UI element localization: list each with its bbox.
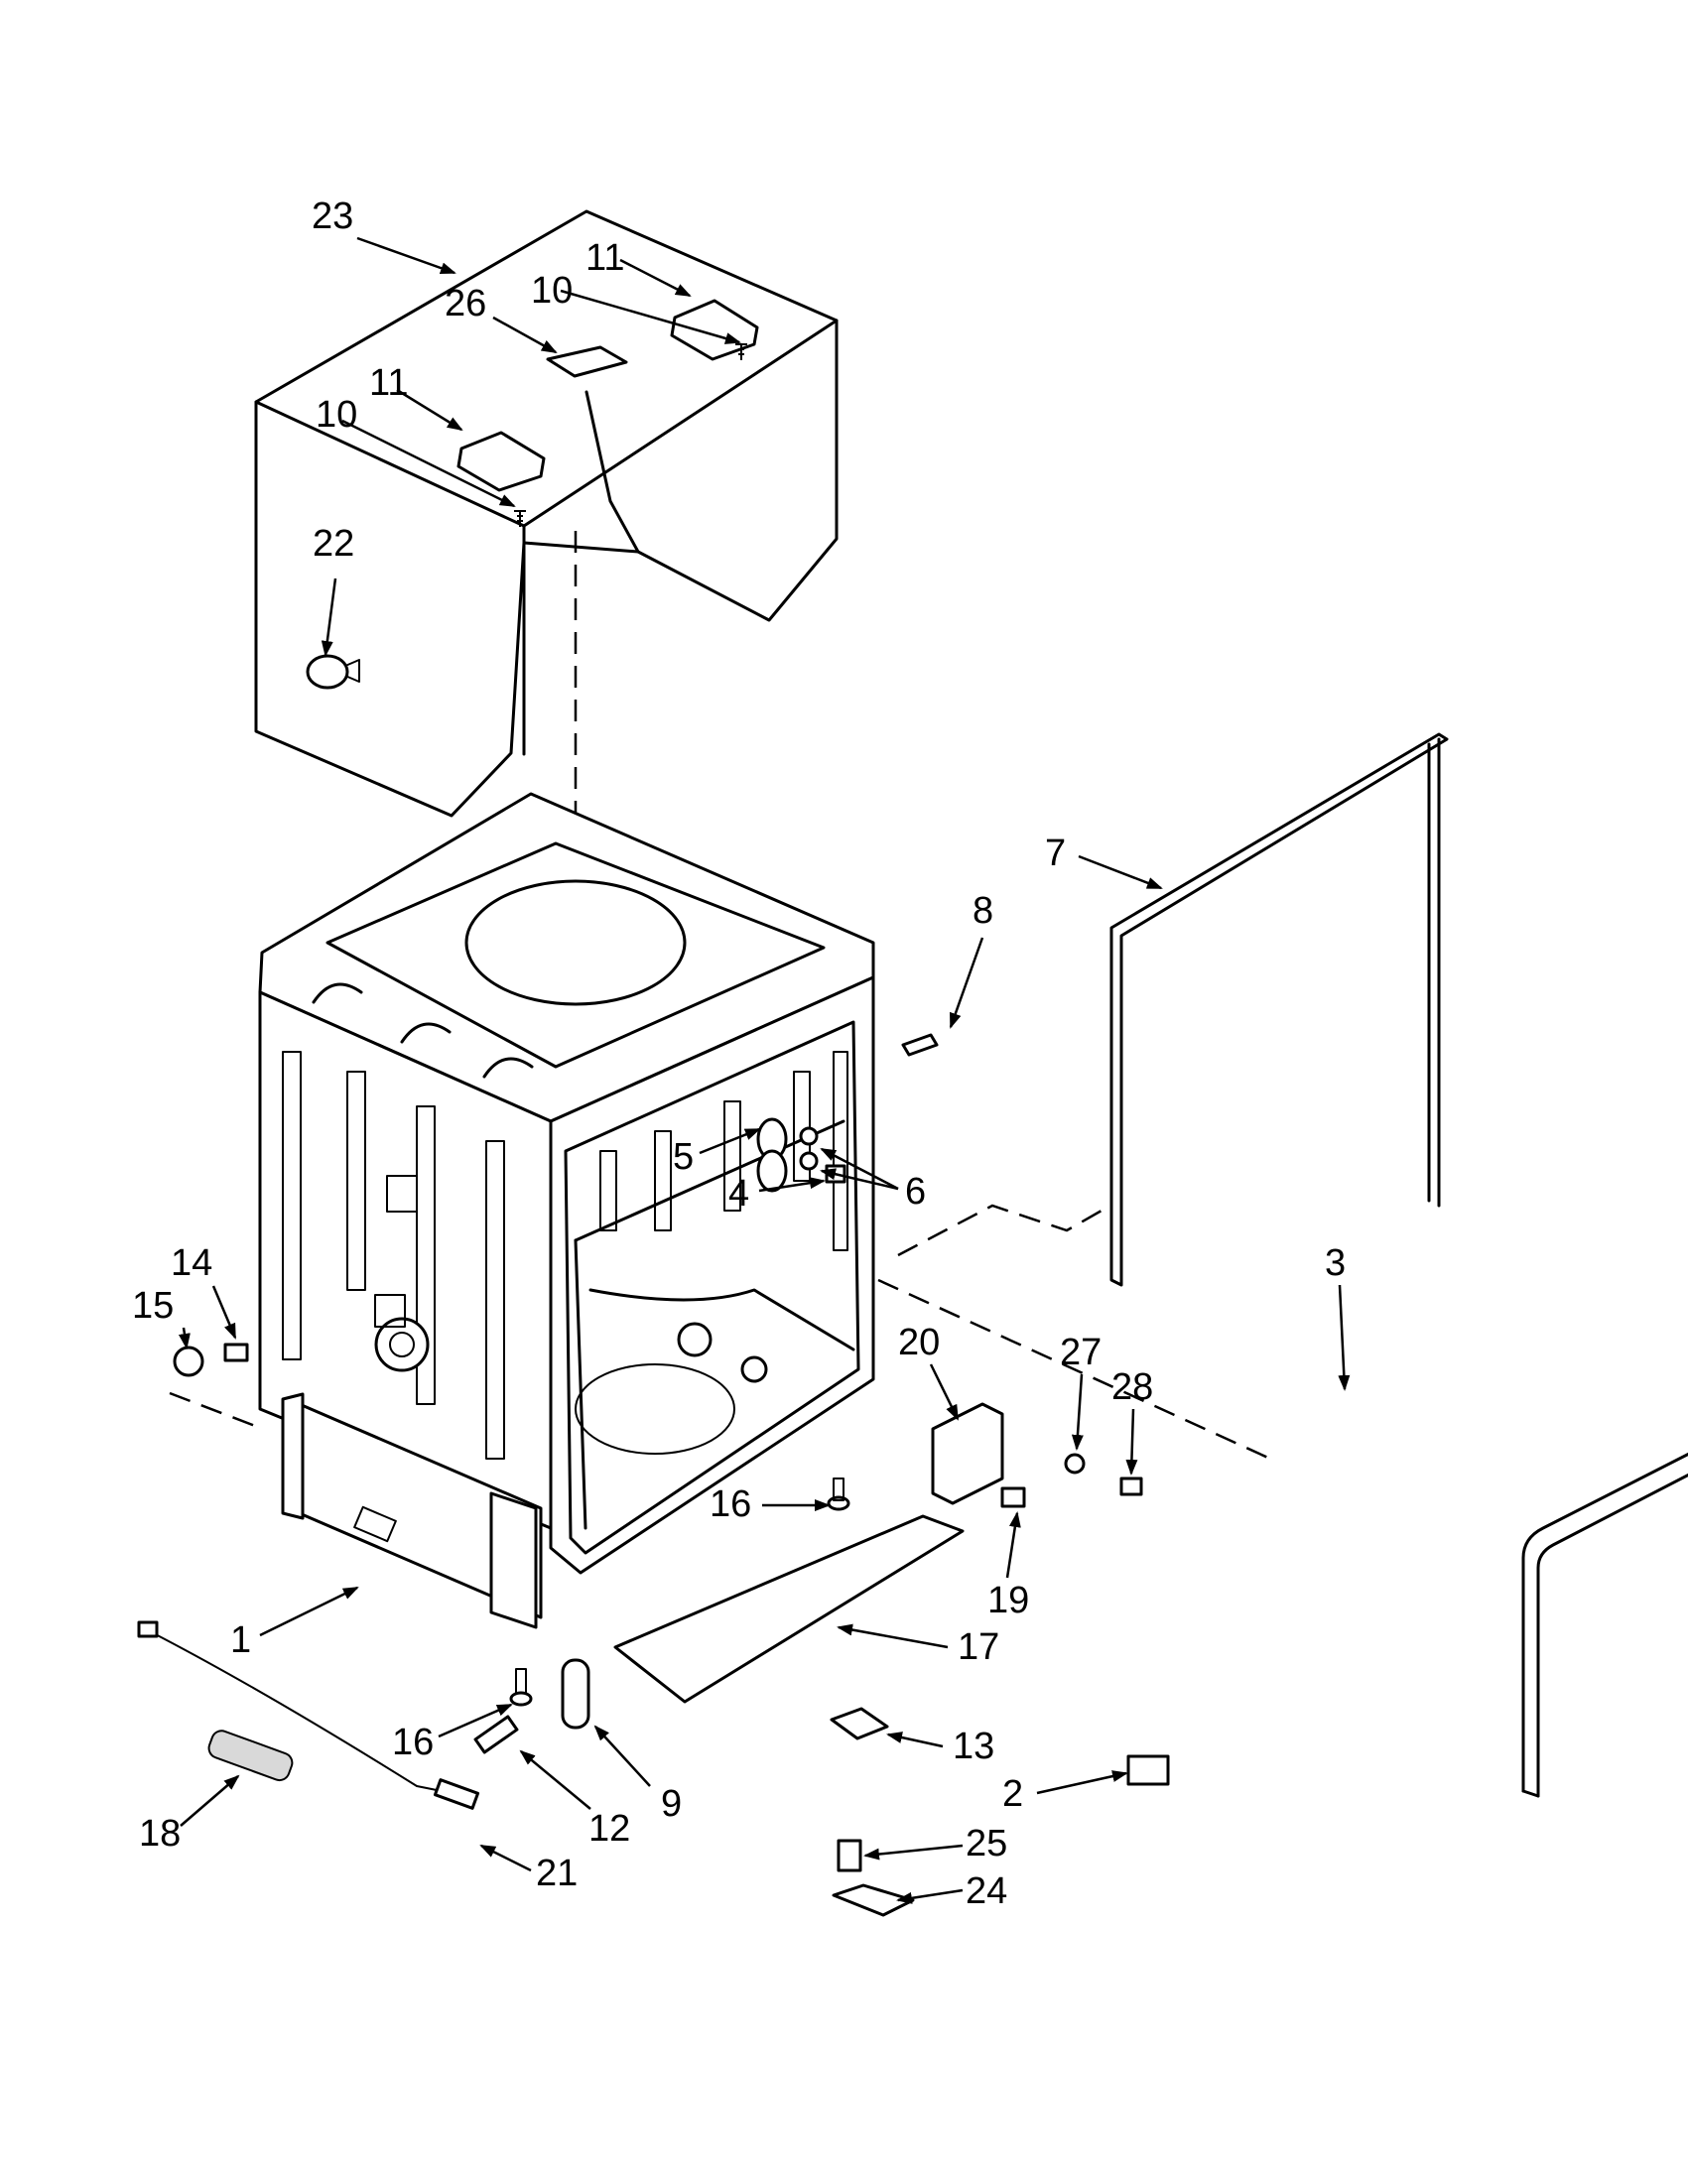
- callout-1: 1: [230, 1619, 251, 1661]
- leader-3: [1338, 1284, 1351, 1391]
- callout-20: 20: [898, 1322, 940, 1363]
- callout-16-lower: 16: [392, 1722, 434, 1763]
- callout-21: 21: [536, 1853, 578, 1894]
- callout-10-left: 10: [316, 394, 357, 436]
- callout-17: 17: [958, 1626, 999, 1668]
- callout-7: 7: [1045, 833, 1066, 874]
- leader-4: [758, 1177, 826, 1193]
- leader-27: [1071, 1373, 1084, 1451]
- leader-1: [259, 1586, 359, 1637]
- leader-2: [1036, 1770, 1128, 1795]
- callout-3: 3: [1325, 1242, 1346, 1284]
- leader-12: [519, 1749, 591, 1810]
- leader-20: [929, 1363, 960, 1421]
- door-gasket-top: [1109, 732, 1449, 1287]
- leader-19: [1005, 1511, 1021, 1579]
- callout-5: 5: [673, 1136, 694, 1178]
- leader-28: [1125, 1408, 1138, 1476]
- callout-12: 12: [588, 1808, 630, 1850]
- callout-18: 18: [139, 1813, 181, 1855]
- leader-21: [479, 1844, 532, 1872]
- callout-11-top: 11: [585, 237, 624, 279]
- leader-14: [211, 1285, 237, 1340]
- callout-6: 6: [905, 1171, 926, 1213]
- callout-11-left: 11: [369, 362, 408, 404]
- leader-6-a: [820, 1147, 899, 1191]
- leader-6-b: [820, 1168, 899, 1191]
- door-seal-u: [1521, 1452, 1688, 1798]
- callout-8: 8: [973, 890, 993, 932]
- callout-10-top: 10: [531, 270, 573, 312]
- leader-24: [896, 1888, 964, 1904]
- leader-10-top: [560, 289, 741, 344]
- leader-arrows: [178, 236, 1351, 1904]
- small-parts: [137, 1033, 1170, 1917]
- leader-11-left: [396, 388, 463, 432]
- callout-labels: 1 2 3 4 5 6 7 8 9 10 10 11 11 12 13 14 1…: [132, 195, 1346, 1912]
- callout-28: 28: [1111, 1366, 1153, 1408]
- leader-13: [886, 1732, 944, 1748]
- leader-8: [949, 937, 984, 1029]
- dashed-guides: [169, 1204, 1271, 1461]
- leader-9: [593, 1725, 651, 1787]
- leader-10-left: [341, 419, 516, 508]
- leader-22: [321, 578, 337, 657]
- base-frame: [281, 1392, 543, 1629]
- leader-11-top: [619, 258, 692, 298]
- callout-27: 27: [1060, 1332, 1102, 1373]
- callout-23: 23: [312, 195, 353, 237]
- leader-26: [492, 316, 558, 354]
- callout-26: 26: [445, 283, 486, 324]
- leader-5: [699, 1127, 761, 1155]
- callout-25: 25: [966, 1823, 1007, 1864]
- leader-7: [1078, 854, 1163, 890]
- leader-25: [863, 1844, 964, 1861]
- insulation-wrap: [254, 209, 839, 818]
- leader-23: [356, 236, 456, 275]
- leader-15: [178, 1327, 191, 1349]
- leader-17: [837, 1623, 949, 1649]
- callout-14: 14: [171, 1242, 212, 1284]
- leader-18: [180, 1774, 240, 1827]
- callout-9: 9: [661, 1783, 682, 1825]
- callout-4: 4: [728, 1173, 749, 1215]
- callout-24: 24: [966, 1870, 1007, 1912]
- callout-13: 13: [953, 1726, 994, 1767]
- callout-22: 22: [313, 523, 354, 565]
- callout-15: 15: [132, 1285, 174, 1327]
- callout-2: 2: [1002, 1773, 1023, 1815]
- leader-16-lower: [438, 1703, 513, 1738]
- tub-assembly: [258, 792, 875, 1575]
- callout-19: 19: [987, 1580, 1029, 1621]
- callout-16-upper: 16: [710, 1483, 751, 1525]
